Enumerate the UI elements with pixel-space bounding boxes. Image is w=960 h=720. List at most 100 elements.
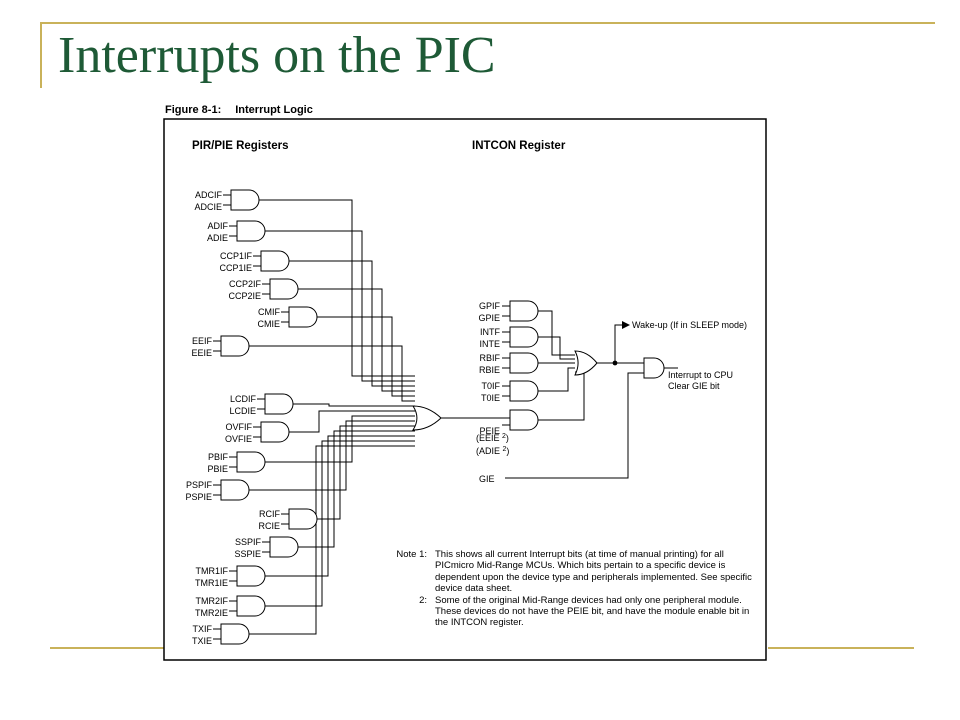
and-gate-final [643, 357, 665, 379]
wire-peif [441, 415, 511, 419]
and-gate-pspif [220, 479, 250, 501]
note-1-text: This shows all current Interrupt bits (a… [435, 549, 752, 595]
wire-gpif [538, 310, 575, 356]
label-adcif: ADCIF [195, 190, 223, 200]
logic-gates [220, 189, 665, 645]
figure-title: Interrupt Logic [235, 104, 313, 116]
wire-pbif [265, 415, 415, 463]
wire-rcif [317, 425, 415, 520]
or-gate-peif [412, 405, 442, 431]
and-gate-ccp1if [260, 250, 290, 272]
and-gate-eeif [220, 335, 250, 357]
label-adif: ADIF [207, 221, 228, 231]
wakeup-arrow [622, 321, 630, 329]
label-pspie: PSPIE [185, 492, 212, 502]
and-gate-txif [220, 623, 250, 645]
accent-line-top [40, 22, 935, 24]
wire-ovfif [289, 410, 415, 433]
label-adie: ADIE [207, 233, 228, 243]
wire-eeif [249, 345, 415, 402]
and-gate-sspif [269, 536, 299, 558]
label-eeif: EEIF [192, 336, 213, 346]
diagram-wiring [213, 194, 678, 640]
label-rbif: RBIF [479, 353, 500, 363]
wire-adif [265, 230, 415, 382]
wire-pspif [249, 420, 415, 491]
and-gate-lcdif [264, 393, 294, 415]
wire-intf [538, 336, 575, 360]
label-gpie: GPIE [478, 313, 500, 323]
accent-line-bottom-right [768, 647, 914, 649]
label-pbif: PBIF [208, 452, 229, 462]
and-gate-peie [509, 409, 539, 431]
label-clear-gie: Clear GIE bit [668, 381, 720, 391]
and-gate-tmr2if [236, 595, 266, 617]
note-ref-2: 2 [503, 446, 507, 453]
label-adie-paren: (ADIE 2) [476, 446, 509, 456]
label-ccp2ie: CCP2IE [228, 291, 261, 301]
label-peie: PEIE [479, 426, 500, 436]
figure-number: Figure 8-1: [165, 104, 222, 116]
label-tmr1if: TMR1IF [196, 566, 229, 576]
wire-wakeup [614, 324, 628, 363]
diagram-frame [163, 118, 767, 661]
wire-t0if [538, 367, 575, 392]
junction-dot [612, 360, 618, 366]
signal-labels: ADCIFADCIEADIFADIECCP1IFCCP1IECCP2IFCCP2… [185, 190, 747, 646]
label-rcie: RCIE [258, 521, 280, 531]
and-gate-t0if [509, 380, 539, 402]
note-2-number: 2: [419, 594, 427, 606]
figure-caption: Figure 8-1: Interrupt Logic [165, 104, 313, 116]
wire-cmif [317, 316, 415, 397]
wire-adcif [259, 199, 415, 377]
label-lcdie: LCDIE [229, 406, 256, 416]
and-gate-adif [236, 220, 266, 242]
label-tmr1ie: TMR1IE [195, 578, 228, 588]
label-rbie: RBIE [479, 365, 500, 375]
note-1-number: Note 1: [396, 549, 427, 560]
label-t0ie: T0IE [481, 393, 500, 403]
note-1: Note 1: This shows all current Interrupt… [380, 549, 760, 595]
label-wakeup: Wake-up (If in SLEEP mode) [632, 320, 747, 330]
and-gate-ccp2if [269, 278, 299, 300]
and-gate-rcif [288, 508, 318, 530]
label-cmif: CMIF [258, 307, 280, 317]
label-cmie: CMIE [258, 319, 281, 329]
label-ccp2if: CCP2IF [229, 279, 262, 289]
note-2: 2: Some of the original Mid-Range device… [380, 595, 760, 629]
wire-txif [249, 445, 415, 635]
wire-gie [505, 372, 644, 479]
paren-close: ) [506, 446, 509, 456]
wire-lcdif [293, 403, 415, 407]
label-ovfie: OVFIE [225, 434, 252, 444]
note-ref-2: 2 [502, 433, 506, 440]
label-lcdif: LCDIF [230, 394, 257, 404]
label-eeie: (EEIE 2) [476, 433, 509, 443]
label-rcif: RCIF [259, 509, 280, 519]
and-gate-rbif [509, 352, 539, 374]
label-sspif: SSPIF [235, 537, 262, 547]
and-gate-adcif [230, 189, 260, 211]
and-gate-intf [509, 326, 539, 348]
label-adcie: ADCIE [194, 202, 222, 212]
accent-line-bottom-left [50, 647, 164, 649]
label-txie: TXIE [192, 636, 212, 646]
wire-tmr1if [265, 435, 415, 577]
label-tmr2ie: TMR2IE [195, 608, 228, 618]
wire-ccp1if [289, 260, 415, 387]
and-gate-tmr1if [236, 565, 266, 587]
wire-ccp2if [298, 288, 415, 392]
label-pbie: PBIE [207, 464, 228, 474]
label-pspif: PSPIF [186, 480, 213, 490]
heading-pir-pie: PIR/PIE Registers [192, 140, 289, 152]
label-t0if: T0IF [481, 381, 500, 391]
paren-close: ) [506, 433, 509, 443]
label-tmr2if: TMR2IF [196, 596, 229, 606]
label-txif: TXIF [193, 624, 213, 634]
notes: Note 1: This shows all current Interrupt… [380, 549, 760, 629]
label-ccp1ie: CCP1IE [219, 263, 252, 273]
note-2-text: Some of the original Mid-Range devices h… [435, 594, 750, 629]
accent-line-left [40, 22, 42, 88]
wire-peie-and [538, 371, 585, 421]
label-ovfif: OVFIF [226, 422, 253, 432]
